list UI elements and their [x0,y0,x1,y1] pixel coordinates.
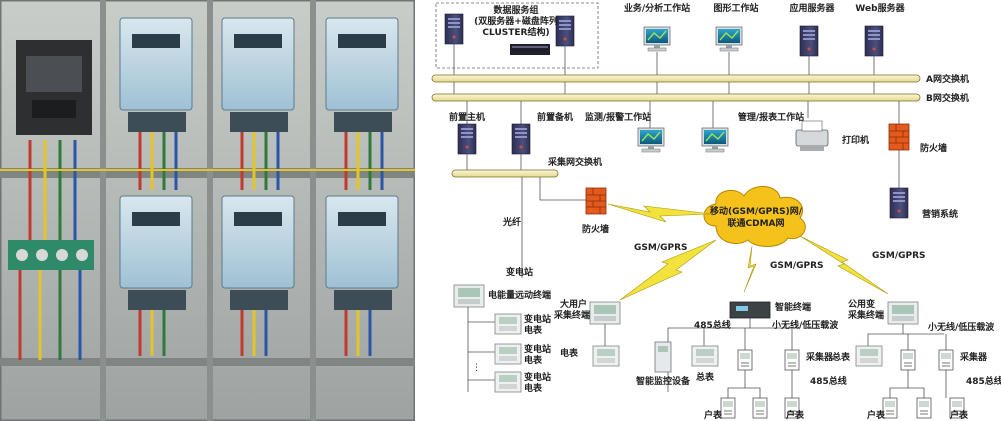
gsm-right-label: GSM/GPRS [872,251,926,261]
cloud-label-line2: 联通CDMA网 [728,217,785,229]
right-firewall-label: 防火墙 [920,142,947,154]
collector-a-label: 采集器 [805,351,834,363]
meter-unit [119,17,193,132]
data-server-group-subtitle: (双服务器+磁盘阵列 [474,15,558,27]
smart-terminal: 智能终端 [729,301,811,319]
terminal-block [8,240,94,270]
mobile-network-cloud: 移动(GSM/GPRS)网/ 联通CDMA网 [703,186,806,247]
top-connectors [453,44,900,128]
meter-unit [119,195,193,310]
monitor-alarm-workstation: 监测/报警工作站 [585,111,665,153]
large-user-terminal: 大用户 采集终端 [553,298,621,325]
substation-meter-1: 变电站 电表 [494,313,551,336]
monitor-alarm-workstation-label: 监测/报警工作站 [585,111,651,123]
a-network-bus: A网交换机 [431,73,969,85]
substation-meter-3-line1: 变电站 [524,371,551,383]
smart-monitor-device-label: 智能监控设备 [636,375,691,387]
substation-meter-1-line2: 电表 [524,324,543,336]
right-firewall: 防火墙 [888,123,947,154]
substation-meter-2-line2: 电表 [524,354,543,366]
household-meters-b: 户表 户表 [867,397,969,421]
large-user-terminal-line1: 大用户 [560,298,587,310]
a-network-bus-label: A网交换机 [926,73,969,85]
substation-meter-3: 变电站 电表 [494,371,551,394]
management-workstation-label: 管理/报表工作站 [738,111,804,123]
left-firewall-label: 防火墙 [582,223,609,235]
data-server-group-title: 数据服务组 [493,4,538,16]
meter-unit [325,17,399,132]
public-transformer-terminal: 公用变 采集终端 [847,298,919,325]
total-meter-b: 总表 [832,345,883,367]
data-server-group: 数据服务组 (双服务器+磁盘阵列 CLUSTER结构) [435,2,599,69]
b-network-bus: B网交换机 [431,92,969,104]
fiber-label: 光纤 [502,216,521,228]
left-firewall: 防火墙 [582,187,609,235]
household-b2-label: 户表 [950,409,969,421]
large-user-meter: 电表 [560,345,620,367]
wireless-b-label: 小无线/低压载波 [927,321,995,333]
gsm-mid-label: GSM/GPRS [770,261,824,271]
application-server: 应用服务器 [789,2,835,57]
collector-b: 采集器 [900,349,988,371]
printer: 打印机 [795,120,869,151]
substation-ellipsis: ⋮ [472,363,481,373]
collector-a: 采集器 [737,349,834,371]
bus485-b-label: 485总线 [810,375,847,387]
substation-terminal-label: 电能量远动终端 [488,289,551,301]
substation-meter-2-line1: 变电站 [524,343,551,355]
front-backup-host: 前置备机 [511,111,573,155]
front-main-host: 前置主机 [449,111,485,155]
cloud-label-line1: 移动(GSM/GPRS)网/ [710,205,803,217]
household-a2-label: 户表 [786,409,805,421]
bus485-c-label: 485总线 [966,375,1001,387]
substation-meter-1-line1: 变电站 [524,313,551,325]
gsm-left-label: GSM/GPRS [634,243,688,253]
collection-switch: 采集网交换机 [451,156,602,178]
wireless-a-label: 小无线/低压载波 [771,319,839,331]
large-user-meter-label: 电表 [560,347,579,359]
business-workstation-label: 业务/分析工作站 [624,2,690,14]
meter-unit [221,17,295,132]
household-b1-label: 户表 [867,409,886,421]
smart-monitor-device: 智能监控设备 [636,341,691,387]
web-server: Web服务器 [855,2,906,57]
wiring [0,132,415,360]
total-meter-a: 总表 [691,345,719,383]
bus485-a-label: 485总线 [694,319,731,331]
front-backup-host-label: 前置备机 [537,111,573,123]
gsm-links [607,203,889,301]
application-server-label: 应用服务器 [789,2,835,14]
total-meter-a-label: 总表 [696,371,715,383]
large-user-terminal-line2: 采集终端 [553,309,590,321]
graphics-workstation-label: 图形工作站 [713,2,758,14]
public-transformer-line2: 采集终端 [847,309,884,321]
household-a1-label: 户表 [704,409,723,421]
substation-meter-2: 变电站 电表 [494,343,551,366]
meter-cabinet-photo [0,0,415,421]
marketing-system-label: 营销系统 [922,208,958,220]
web-server-label: Web服务器 [855,2,905,14]
household-meters-a: 户表 户表 [704,397,805,421]
substation-meter-3-line2: 电表 [524,382,543,394]
collection-switch-label: 采集网交换机 [547,156,602,168]
meter-unit [325,195,399,310]
meter-unit [221,195,295,310]
management-workstation: 管理/报表工作站 [701,111,804,153]
substation-terminal: 电能量远动终端 [453,284,551,308]
graphics-workstation: 图形工作站 [713,2,759,52]
front-main-host-label: 前置主机 [449,111,485,123]
breaker-box [16,40,92,135]
collector-b-label: 采集器 [959,351,988,363]
smart-terminal-label: 智能终端 [775,301,811,313]
public-transformer-line1: 公用变 [848,298,875,310]
b-network-bus-label: B网交换机 [926,92,969,104]
printer-label: 打印机 [842,134,869,146]
data-server-group-cluster: CLUSTER结构) [482,26,549,38]
business-workstation: 业务/分析工作站 [624,2,690,52]
marketing-system: 营销系统 [889,187,958,220]
total-meter-b-label: 总表 [832,351,851,363]
substation-label: 变电站 [506,266,533,278]
